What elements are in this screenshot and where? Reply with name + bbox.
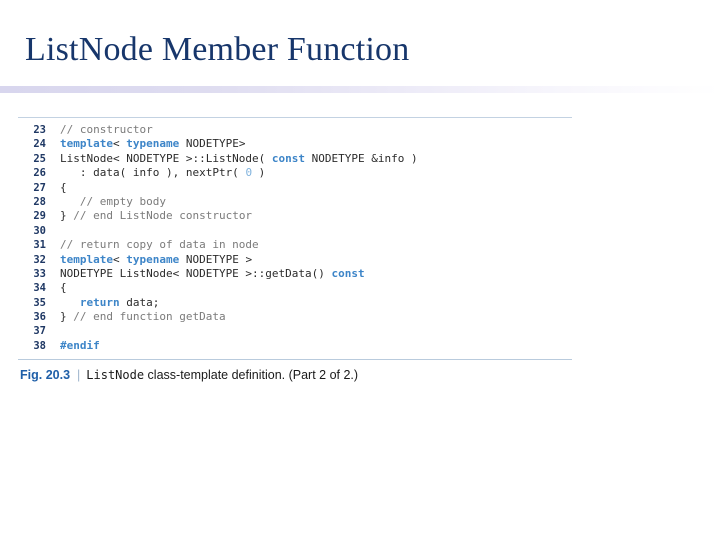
code-token-plain: NODETYPE > (179, 252, 253, 266)
title-divider (0, 86, 720, 93)
code-token-cmt: // constructor (60, 123, 153, 136)
code-line: 37 (18, 324, 572, 338)
code-line-text: template< typename NODETYPE > (60, 253, 252, 267)
code-line-number: 25 (33, 152, 46, 165)
code-token-pre: #endif (60, 338, 100, 352)
code-line-number: 31 (33, 239, 46, 252)
page-title: ListNode Member Function (25, 31, 410, 68)
code-line: 33 NODETYPE ListNode< NODETYPE >::getData… (18, 267, 572, 281)
code-token-kw: typename (126, 137, 180, 151)
code-line-number: 27 (33, 181, 46, 194)
code-token-plain: ListNode< NODETYPE >::ListNode( (60, 151, 272, 165)
code-line: 27 { (18, 181, 572, 195)
code-token-cmt: // end ListNode constructor (73, 209, 253, 223)
code-line-text: #endif (60, 339, 100, 353)
code-line-number: 32 (33, 253, 46, 266)
code-line: 38 #endif (18, 339, 572, 353)
code-line-number: 33 (33, 267, 46, 280)
code-token-plain: < (112, 252, 127, 266)
code-token-kw: typename (126, 252, 180, 266)
code-line: 35 return data; (18, 296, 572, 310)
code-line-text: } // end ListNode constructor (60, 209, 252, 223)
caption-text: class-template definition. (Part 2 of 2.… (144, 368, 359, 383)
code-line-text: { (60, 281, 67, 295)
code-line-number: 29 (33, 210, 46, 223)
code-line-number: 24 (33, 138, 46, 151)
code-token-kw: const (271, 151, 306, 165)
figure-caption: Fig. 20.3 | ListNode class-template defini… (18, 360, 572, 386)
code-line-number: 37 (33, 325, 46, 338)
code-bottom-rule (18, 359, 572, 361)
code-line: 31 // return copy of data in node (18, 238, 572, 252)
code-line: 28 // empty body (18, 195, 572, 209)
code-token-plain: } (60, 209, 74, 223)
code-line-text: // constructor (60, 123, 153, 137)
code-token-plain: NODETYPE &info ) (305, 151, 418, 165)
code-token-cmt: // end function getData (73, 310, 226, 324)
code-line: 23 // constructor (18, 123, 572, 137)
code-token-cmt: // return copy of data in node (60, 238, 259, 252)
code-token-kw: return (79, 295, 120, 309)
caption-mono-term: ListNode (86, 368, 145, 383)
code-token-plain: < (112, 137, 127, 151)
code-token-plain: { (60, 281, 67, 295)
code-line-number: 35 (33, 296, 46, 309)
code-line-text: : data( info ), nextPtr( 0 ) (60, 166, 265, 180)
caption-separator: | (77, 368, 81, 383)
code-token-plain: } (60, 310, 74, 324)
code-top-rule (18, 117, 572, 118)
code-line-number: 28 (33, 195, 46, 208)
code-token-kw: const (331, 266, 365, 280)
code-line: 30 (18, 224, 572, 238)
code-token-plain: NODETYPE ListNode< NODETYPE >::getData() (60, 266, 332, 280)
code-line: 32 template< typename NODETYPE > (18, 253, 572, 267)
code-line-text: ListNode< NODETYPE >::ListNode( const NO… (60, 152, 418, 166)
code-token-plain (60, 296, 80, 309)
code-line: 24 template< typename NODETYPE> (18, 137, 572, 151)
code-line: 34 { (18, 281, 572, 295)
code-line-text: // return copy of data in node (60, 238, 259, 252)
code-line-text: // empty body (60, 195, 166, 209)
code-line-text: { (60, 181, 67, 195)
code-line: 26 : data( info ), nextPtr( 0 ) (18, 166, 572, 180)
code-token-plain: ) (252, 166, 266, 180)
code-line-number: 36 (33, 311, 46, 324)
figure-label: Fig. 20.3 (20, 368, 71, 383)
code-token-num: 0 (245, 166, 253, 180)
code-token-plain: data; (119, 295, 160, 309)
code-token-plain: : data( info ), nextPtr( (60, 166, 246, 180)
code-token-kw: template (60, 252, 113, 266)
code-line: 36} // end function getData (18, 310, 572, 324)
code-line: 25 ListNode< NODETYPE >::ListNode( const … (18, 152, 572, 166)
code-line-text: template< typename NODETYPE> (60, 137, 245, 151)
code-line-number: 34 (33, 282, 46, 295)
code-line-number: 23 (33, 124, 46, 136)
code-token-kw: template (60, 137, 113, 151)
code-line-text: } // end function getData (60, 310, 226, 324)
code-line-number: 38 (33, 339, 46, 352)
code-line-number: 30 (33, 224, 46, 237)
code-token-cmt: // empty body (60, 194, 166, 208)
code-line: 29} // end ListNode constructor (18, 209, 572, 223)
code-line-number: 26 (33, 167, 46, 180)
code-line-text: return data; (60, 295, 160, 310)
code-token-plain: { (60, 180, 67, 194)
code-line-text: NODETYPE ListNode< NODETYPE >::getData()… (60, 267, 365, 281)
code-token-plain: NODETYPE> (179, 137, 246, 151)
